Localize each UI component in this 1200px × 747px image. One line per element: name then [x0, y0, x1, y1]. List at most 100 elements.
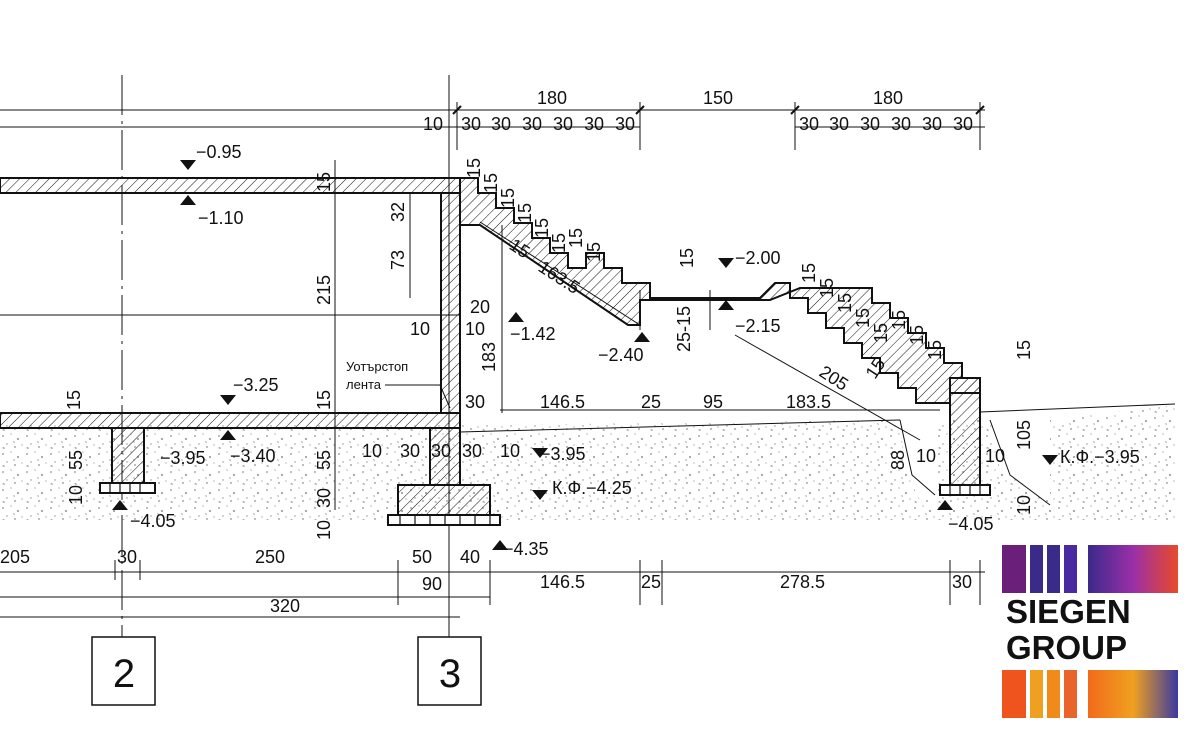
landing-15: 15: [677, 248, 697, 268]
dim-180-right: 180: [873, 88, 903, 108]
level-200: −2.00: [735, 248, 781, 268]
tread-2: 30: [491, 114, 511, 134]
logo-text-line2: GROUP: [1006, 629, 1127, 666]
riser-l3: 15: [835, 293, 855, 313]
riser-l7: 15: [907, 325, 927, 345]
level-405-right: −4.05: [948, 514, 994, 534]
foot-30a: 30: [400, 441, 420, 461]
dim-183: 183: [479, 342, 499, 372]
bottom-278-5: 278.5: [780, 572, 825, 592]
dim-10b: 10: [465, 319, 485, 339]
riser-l5: 15: [871, 323, 891, 343]
level-215: −2.15: [735, 316, 781, 336]
footing-plates: [109, 483, 981, 525]
riser-l2: 15: [817, 278, 837, 298]
bottom-dimension-text: 205 30 250 50 40 146.5 25 278.5 30 90 32…: [0, 547, 972, 616]
footing-row-dims: 10 30 30 30 10 55 10 55 30 10 88 10 10 1…: [66, 340, 1034, 540]
mid-25: 25: [641, 392, 661, 412]
axis-2-label: 2: [113, 652, 135, 696]
bottom-50: 50: [412, 547, 432, 567]
logo-top-bars: [1002, 545, 1178, 593]
left-10: 10: [66, 485, 86, 505]
dim-73: 73: [388, 250, 408, 270]
right-10c: 10: [1014, 495, 1034, 515]
logo-text-line1: SIEGEN: [1006, 593, 1131, 630]
riser-u7: 15: [566, 228, 586, 248]
tread-1: 30: [461, 114, 481, 134]
note-line2: лента: [346, 377, 382, 392]
bottom-30b: 30: [952, 572, 972, 592]
dim-20: 20: [470, 297, 490, 317]
riser-u8: 15: [584, 242, 604, 262]
dim-10-top: 10: [423, 114, 443, 134]
bottom-90: 90: [422, 574, 442, 594]
mid-10-v: 10: [314, 520, 334, 540]
tread-4: 30: [553, 114, 573, 134]
right-10b: 10: [985, 446, 1005, 466]
tread-5: 30: [584, 114, 604, 134]
level-325: −3.25: [233, 375, 279, 395]
dim-150: 150: [703, 88, 733, 108]
top-dimension-lines: [0, 102, 985, 150]
mid-146-5: 146.5: [540, 392, 585, 412]
level-240: −2.40: [598, 345, 644, 365]
waterstop-note: Уотърстоп лента: [346, 359, 451, 409]
level-markers: [112, 160, 1058, 550]
bottom-40: 40: [460, 547, 480, 567]
axis-markers: 2 3: [91, 636, 482, 706]
right-88: 88: [888, 450, 908, 470]
base-15-mid: 15: [314, 390, 334, 410]
riser-l1: 15: [799, 263, 819, 283]
top-dimension-text: 180 150 180 10 30 30 30 30 30 30 30 30 3…: [423, 88, 973, 134]
siegen-logo: SIEGEN GROUP: [1002, 545, 1178, 718]
mid-183-5: 183.5: [786, 392, 831, 412]
base-15-left: 15: [64, 390, 84, 410]
landing-25-15: 25-15: [674, 306, 694, 352]
right-105: 105: [1014, 420, 1034, 450]
inner-dimension-lines: [0, 160, 985, 618]
mid-95: 95: [703, 392, 723, 412]
bottom-205: 205: [0, 547, 30, 567]
level-435: −4.35: [503, 539, 549, 559]
riser-u2: 15: [481, 173, 501, 193]
riser-u1: 15: [464, 158, 484, 178]
axis-lines: [121, 75, 450, 637]
tread-6: 30: [615, 114, 635, 134]
tread-12: 30: [953, 114, 973, 134]
axis-3-label: 3: [439, 652, 461, 696]
foot-30b: 30: [431, 441, 451, 461]
right-15: 15: [1014, 340, 1034, 360]
right-10a: 10: [916, 446, 936, 466]
level-405-left: −4.05: [130, 511, 176, 531]
level-395-left: −3.95: [160, 448, 206, 468]
riser-u6: 15: [549, 233, 569, 253]
riser-l6: 15: [889, 310, 909, 330]
tread-8: 30: [829, 114, 849, 134]
foot-10b: 10: [500, 441, 520, 461]
riser-labels-upper: 15 15 15 15 15 15 15 15: [464, 158, 604, 262]
dim-215: 215: [314, 275, 334, 305]
mid-30: 30: [465, 392, 485, 412]
level-kf395: К.Ф.−3.95: [1060, 447, 1140, 467]
logo-bottom-bars: [1002, 670, 1178, 718]
bottom-30a: 30: [117, 547, 137, 567]
mid-55: 55: [314, 450, 334, 470]
bottom-320: 320: [270, 596, 300, 616]
dim-32: 32: [388, 202, 408, 222]
bottom-250: 250: [255, 547, 285, 567]
gravel-fill: [0, 405, 1175, 520]
tread-10: 30: [891, 114, 911, 134]
foot-10a: 10: [362, 441, 382, 461]
slab-15: 15: [314, 172, 334, 192]
tread-11: 30: [922, 114, 942, 134]
level-395-mid: −3.95: [540, 444, 586, 464]
level-kf425: К.Ф.−4.25: [552, 478, 632, 498]
dim-10a: 10: [410, 319, 430, 339]
concrete-structure: [0, 177, 991, 526]
riser-l8: 15: [925, 340, 945, 360]
ground-line: [459, 403, 1176, 506]
wall-dimension-text: 15 32 73 215 183 20 10 10 15 15: [64, 172, 499, 410]
level-110: −1.10: [198, 208, 244, 228]
